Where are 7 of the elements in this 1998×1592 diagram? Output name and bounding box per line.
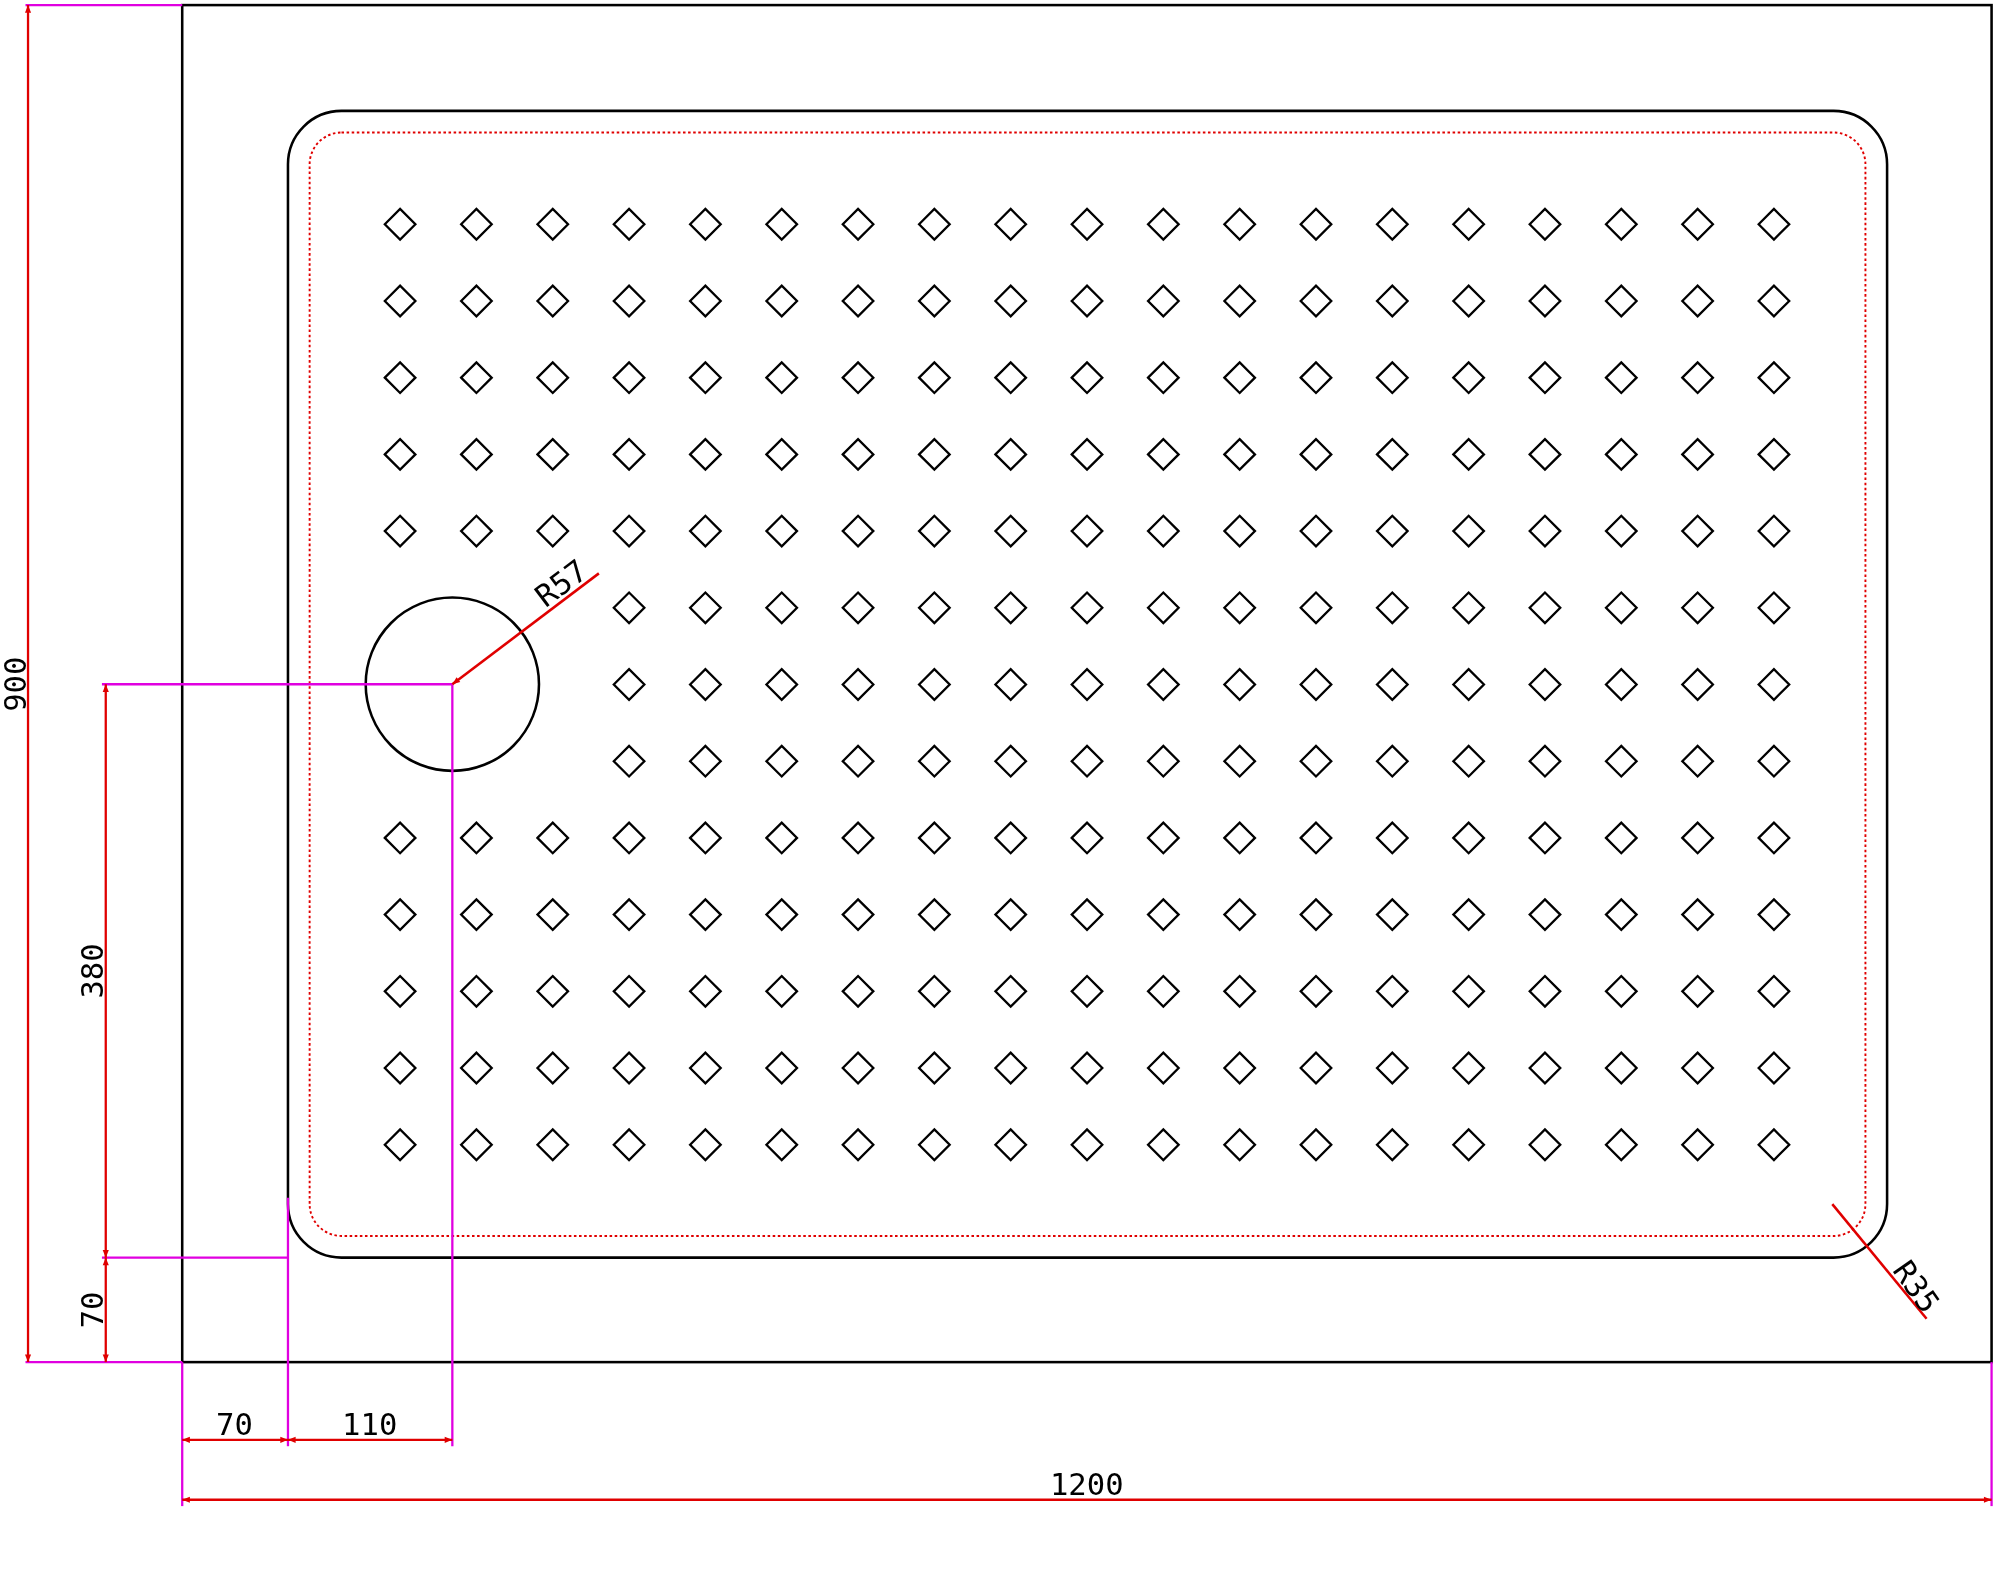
dimension-label: 70: [76, 1291, 107, 1329]
dimension-label: 70: [216, 1409, 253, 1440]
dimension-label: 110: [342, 1409, 398, 1440]
dimension-label: R57: [529, 554, 593, 613]
dimension-label: 380: [76, 943, 108, 999]
dimension-label: 1200: [1049, 1469, 1124, 1500]
dimension-label: 900: [0, 656, 31, 712]
